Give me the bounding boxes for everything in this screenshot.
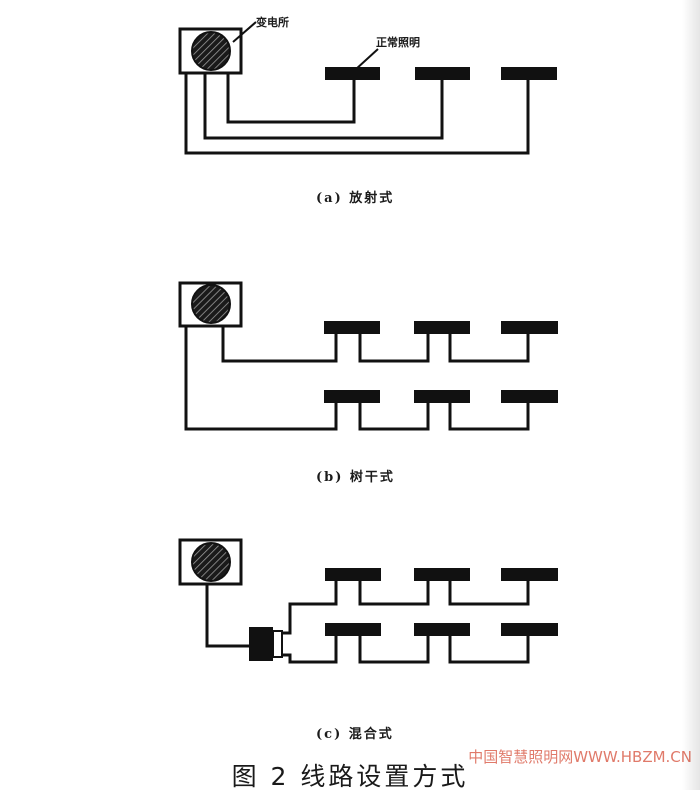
trunk-link-1b [448, 331, 530, 363]
branch-link-2b [448, 634, 530, 664]
luminaire [501, 390, 558, 403]
diagram-c-mixed [178, 538, 558, 664]
page-edge-shade [682, 0, 700, 790]
branch-line-2 [282, 634, 338, 664]
luminaire [325, 623, 381, 636]
substation-b-transformer [191, 284, 231, 324]
watermark: 中国智慧照明网WWW.HBZM.CN [468, 748, 692, 766]
substation-c-transformer [191, 542, 231, 582]
luminaire [501, 623, 558, 636]
branch-link-1b [448, 578, 530, 606]
normal-lighting-label: 正常照明 [376, 36, 420, 49]
luminaire [324, 321, 380, 334]
trunk-line-2 [184, 326, 338, 431]
branch-link-1a [358, 578, 430, 606]
luminaire [325, 568, 381, 581]
diagram-a-radial [178, 21, 557, 155]
luminaire [414, 321, 470, 334]
luminaire [415, 67, 470, 80]
distribution-box-terminal [272, 630, 283, 658]
feeder-line [205, 584, 250, 648]
luminaire [414, 390, 470, 403]
luminaire [414, 568, 470, 581]
caption-b: (b) 树干式 [316, 470, 395, 485]
radial-line-3 [184, 73, 530, 155]
caption-c: (c) 混合式 [316, 727, 394, 742]
luminaire [325, 67, 380, 80]
substation-a-transformer [191, 31, 231, 71]
branch-link-2a [358, 634, 430, 664]
luminaire [501, 67, 557, 80]
branch-line-1 [282, 578, 338, 635]
figure-title: 图 2 线路设置方式 [231, 762, 469, 791]
luminaire [501, 568, 558, 581]
luminaire [501, 321, 558, 334]
diagram-b-trunk [178, 281, 558, 431]
trunk-link-2b [448, 401, 530, 431]
trunk-link-2a [358, 401, 430, 431]
trunk-link-1a [358, 331, 430, 363]
trunk-line-1 [221, 326, 338, 363]
luminaire [324, 390, 380, 403]
radial-line-2 [203, 73, 444, 140]
substation-a-leader [232, 21, 257, 43]
substation-label: 变电所 [256, 16, 289, 29]
luminaire [414, 623, 470, 636]
normal-lighting-leader [354, 48, 379, 71]
radial-line-1 [226, 73, 356, 124]
caption-a: (a) 放射式 [316, 191, 395, 206]
distribution-box [249, 627, 273, 661]
